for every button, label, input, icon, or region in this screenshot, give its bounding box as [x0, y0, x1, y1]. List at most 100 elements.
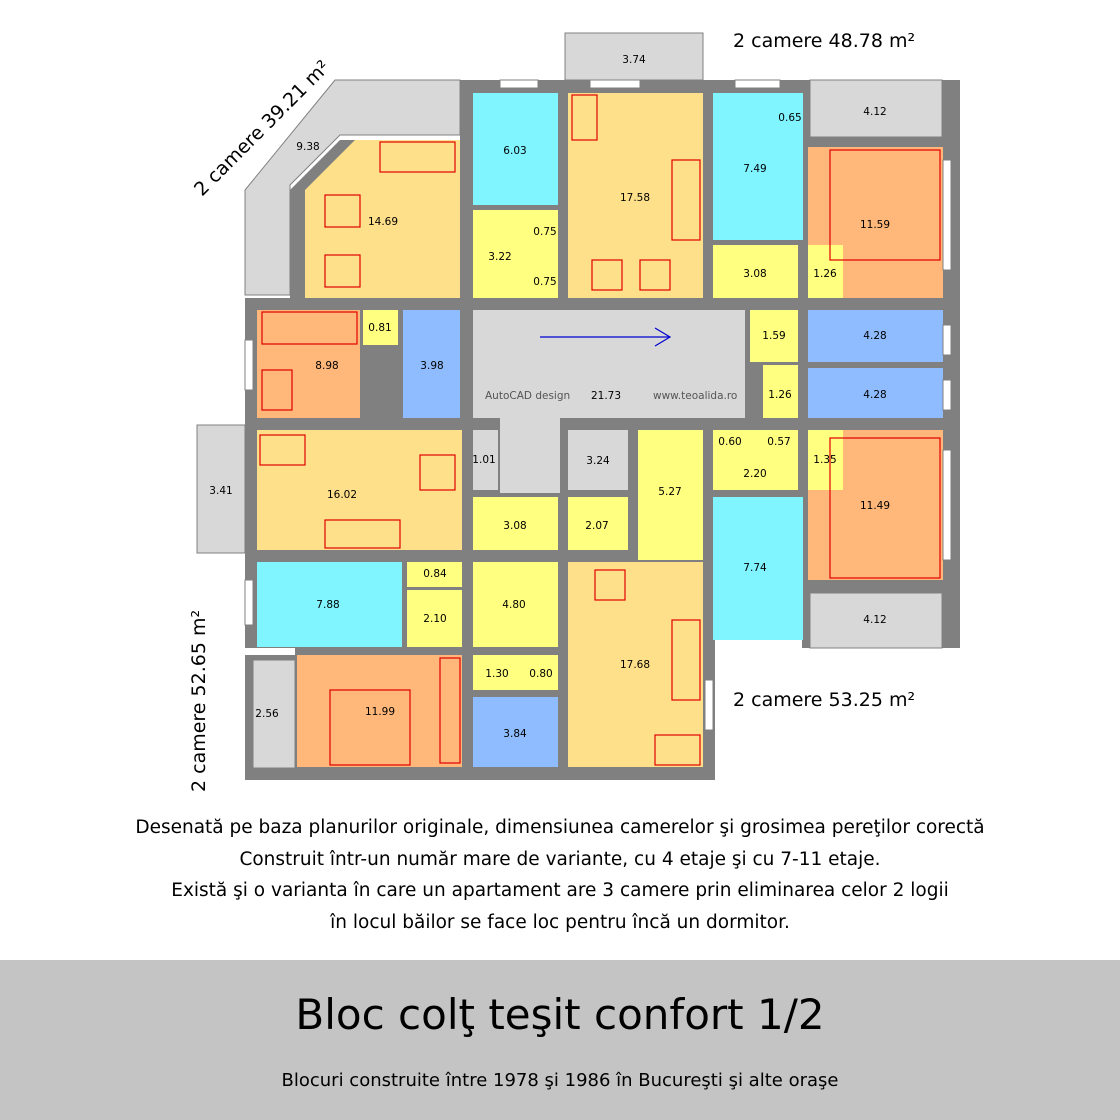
- armchair: [324, 254, 361, 288]
- credit-left: AutoCAD design: [485, 390, 570, 402]
- rooms: [257, 93, 943, 767]
- room-living-a3: [568, 562, 703, 767]
- room-label: 4.12: [863, 614, 886, 626]
- room-hall-a2b: [808, 245, 843, 298]
- credit-right: www.teoalida.ro: [653, 390, 737, 402]
- room-label: 3.98: [420, 360, 443, 372]
- apartment-label-a3: 2 camere 53.25 m²: [733, 689, 916, 711]
- room-label: 7.88: [316, 599, 339, 611]
- room-label: 1.01: [472, 454, 495, 466]
- room-hall-a3: [638, 430, 703, 560]
- room-hall-a1b: [363, 310, 398, 345]
- room-label: 3.41: [209, 485, 232, 497]
- armchair: [591, 259, 623, 291]
- desk: [571, 94, 598, 141]
- sofa: [671, 619, 701, 701]
- room-hall-a4: [473, 497, 558, 550]
- room-label: 0.57: [767, 436, 790, 448]
- room-label: 3.74: [622, 54, 646, 66]
- desk: [259, 434, 306, 466]
- window: [942, 324, 952, 356]
- room-hall-a2c: [750, 310, 798, 362]
- window: [942, 449, 952, 561]
- bed: [829, 437, 941, 579]
- room-bath-a1: [403, 310, 460, 418]
- window: [942, 159, 952, 271]
- room-label: 2.56: [255, 708, 279, 720]
- window: [244, 339, 254, 391]
- balconies: [196, 32, 943, 769]
- floor-plan: 9.38 14.69 6.03 3.22 0.75 0.75 3.74 17.5…: [196, 32, 960, 780]
- room-label: 17.58: [620, 192, 650, 204]
- window: [704, 679, 714, 731]
- room-label: 0.65: [778, 112, 801, 124]
- room-bath-a2: [808, 310, 943, 362]
- room-bath-a4: [473, 697, 558, 767]
- room-label: 14.69: [368, 216, 398, 228]
- bed: [829, 149, 941, 261]
- room-label: 0.80: [529, 668, 552, 680]
- credits: AutoCAD design www.teoalida.ro: [485, 390, 737, 402]
- room-label: 7.74: [743, 562, 767, 574]
- desk: [261, 369, 293, 411]
- room-elevator: [568, 430, 628, 490]
- room-label: 1.26: [768, 389, 792, 401]
- room-hall-a3c-top: [808, 430, 843, 490]
- room-living-a1: [305, 140, 460, 298]
- armchair: [594, 569, 626, 601]
- desk: [654, 734, 701, 766]
- room-hall-a4d: [473, 562, 558, 647]
- room-label: 1.59: [762, 330, 785, 342]
- room-label: 0.75: [533, 276, 556, 288]
- armchair: [419, 454, 456, 491]
- sofa: [324, 519, 401, 549]
- room-label: 4.28: [863, 330, 886, 342]
- room-kitchen-a4: [257, 562, 402, 647]
- room-label: 4.12: [863, 106, 886, 118]
- stair-arrow-head: [654, 327, 672, 347]
- window: [244, 579, 254, 626]
- room-label: 2.07: [585, 520, 608, 532]
- room-label: 0.60: [718, 436, 741, 448]
- room-label: 11.49: [860, 500, 890, 512]
- room-label: 1.30: [485, 668, 508, 680]
- window: [499, 79, 539, 89]
- room-label: 4.28: [863, 389, 886, 401]
- furniture: [259, 94, 941, 766]
- room-hall-a4e: [473, 655, 558, 690]
- armchair: [324, 194, 361, 228]
- room-label: 4.80: [502, 599, 525, 611]
- room-label: 3.08: [503, 520, 526, 532]
- room-label: 16.02: [327, 489, 357, 501]
- page-subtitle: Blocuri construite între 1978 şi 1986 în…: [281, 1070, 839, 1091]
- room-label: 9.38: [296, 141, 319, 153]
- room-label: 1.35: [813, 454, 836, 466]
- room-labels: 9.38 14.69 6.03 3.22 0.75 0.75 3.74 17.5…: [209, 54, 890, 740]
- apartment-label-a4: 2 camere 52.65 m²: [188, 609, 210, 792]
- wardrobe: [439, 657, 461, 764]
- description-line: Desenată pe baza planurilor originale, d…: [135, 817, 985, 838]
- room-kitchen-a2: [713, 93, 803, 240]
- balcony-right-top: [809, 79, 943, 138]
- room-label: 7.49: [743, 163, 766, 175]
- bed: [329, 689, 411, 766]
- room-hall-a4b: [407, 562, 462, 587]
- room-label: 0.81: [368, 322, 391, 334]
- room-label: 3.08: [743, 268, 766, 280]
- room-kitchen-a1: [473, 93, 558, 205]
- room-label: 8.98: [315, 360, 338, 372]
- balcony-top: [564, 32, 704, 81]
- room-hall-a1: [473, 210, 558, 298]
- room-stair: [473, 310, 745, 418]
- sofa: [379, 141, 456, 173]
- room-hall-a3d: [568, 497, 628, 550]
- balcony-corner: [244, 79, 461, 296]
- window: [589, 79, 641, 89]
- page-title: Bloc colţ teşit confort 1/2: [295, 990, 825, 1039]
- room-label: 2.20: [743, 468, 766, 480]
- window: [942, 379, 952, 411]
- room-bath-a3: [808, 368, 943, 418]
- room-label: 0.84: [423, 568, 447, 580]
- room-hall-a2: [713, 245, 798, 298]
- room-label: 17.68: [620, 659, 650, 671]
